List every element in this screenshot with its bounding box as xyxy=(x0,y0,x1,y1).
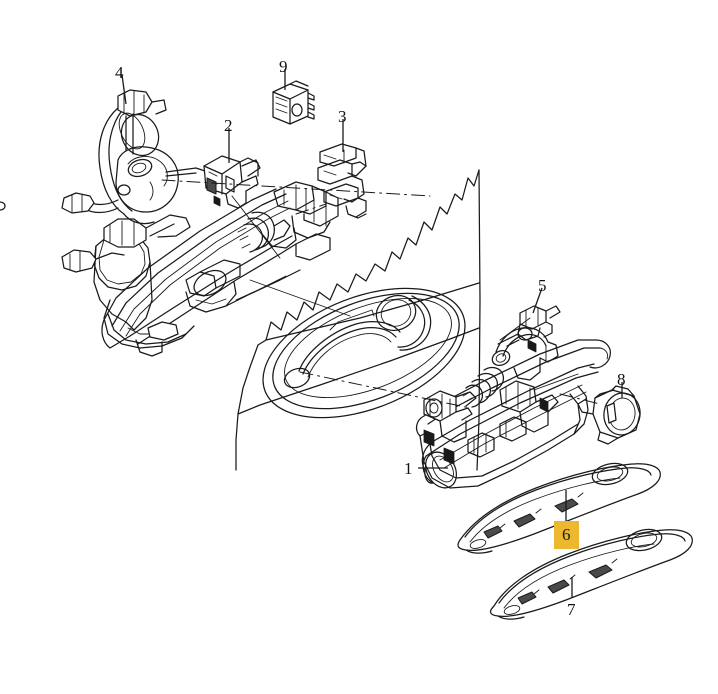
callout-number-2[interactable]: 2 xyxy=(224,116,233,135)
part-5-rod-clip xyxy=(497,305,561,347)
callout-number-1[interactable]: 1 xyxy=(404,459,413,478)
callout-leader-lines xyxy=(121,69,623,598)
callout-number-9[interactable]: 9 xyxy=(279,57,288,76)
callout-number-4[interactable]: 4 xyxy=(115,63,124,82)
part-6-trim-cover xyxy=(457,462,661,554)
part-3-retaining-clip xyxy=(317,143,367,219)
door-panel-outline xyxy=(235,169,481,471)
leader-line-5 xyxy=(532,287,543,314)
part-2-handle-bracket xyxy=(203,155,261,209)
callout-number-8[interactable]: 8 xyxy=(617,370,626,389)
door-handle-recess xyxy=(262,287,466,419)
part-7-trim-cover xyxy=(489,528,693,620)
part-1-handle-assembly xyxy=(415,326,612,489)
callout-number-5[interactable]: 5 xyxy=(538,276,547,295)
assembly-axis-lines xyxy=(161,179,601,409)
part-9-connector-block xyxy=(272,80,315,125)
part-8-lock-cap xyxy=(577,385,641,445)
upper-handle-assembly xyxy=(61,181,339,357)
callout-number-3[interactable]: 3 xyxy=(338,107,347,126)
part-4-lock-cylinder-cable xyxy=(0,89,209,225)
leader-line-4 xyxy=(121,74,127,105)
callout-number-7[interactable]: 7 xyxy=(567,600,576,619)
connector-leader-lines xyxy=(231,195,579,391)
callout-number-6[interactable]: 6 xyxy=(554,521,579,549)
